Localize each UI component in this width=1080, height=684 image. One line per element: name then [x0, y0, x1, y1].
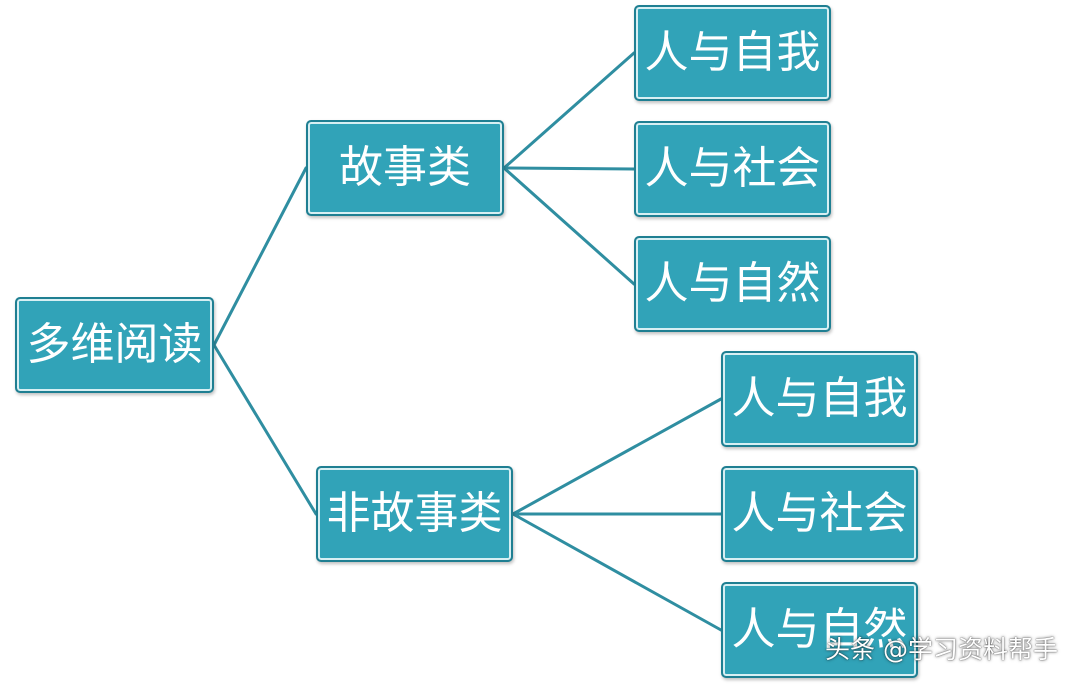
connector-root-to-branch-2: [212, 343, 318, 516]
branch-node-story: 故事类: [306, 120, 504, 216]
leaf-node-label: 人与自然: [644, 258, 821, 309]
leaf-node-nonstory-society: 人与社会: [721, 466, 918, 562]
leaf-node-label: 人与自我: [731, 373, 908, 424]
connector-branch-1-to-leaf-2: [502, 166, 636, 171]
root-node: 多维阅读: [15, 297, 214, 393]
branch-node-label: 故事类: [339, 142, 471, 193]
connector-branch-1-to-leaf-3: [502, 166, 636, 286]
branch-node-nonstory: 非故事类: [316, 466, 513, 562]
branch-node-label: 非故事类: [326, 488, 503, 539]
connector-branch-1-to-leaf-1: [502, 51, 636, 170]
leaf-node-label: 人与社会: [644, 143, 821, 194]
watermark-text: 头条 @学习资料帮手: [825, 635, 1058, 664]
leaf-node-story-nature: 人与自然: [634, 236, 831, 332]
root-node-label: 多维阅读: [26, 319, 203, 370]
connector-branch-2-to-leaf-3: [511, 512, 723, 632]
leaf-node-label: 人与自我: [644, 27, 821, 78]
leaf-node-story-self: 人与自我: [634, 5, 831, 101]
leaf-node-label: 人与社会: [731, 488, 908, 539]
connector-root-to-branch-1: [212, 166, 308, 347]
leaf-node-story-society: 人与社会: [634, 121, 831, 217]
leaf-node-nonstory-nature: 人与自然: [721, 582, 918, 678]
leaf-node-label: 人与自然: [731, 604, 908, 655]
leaf-node-nonstory-self: 人与自我: [721, 351, 918, 447]
connector-branch-2-to-leaf-1: [511, 397, 723, 516]
